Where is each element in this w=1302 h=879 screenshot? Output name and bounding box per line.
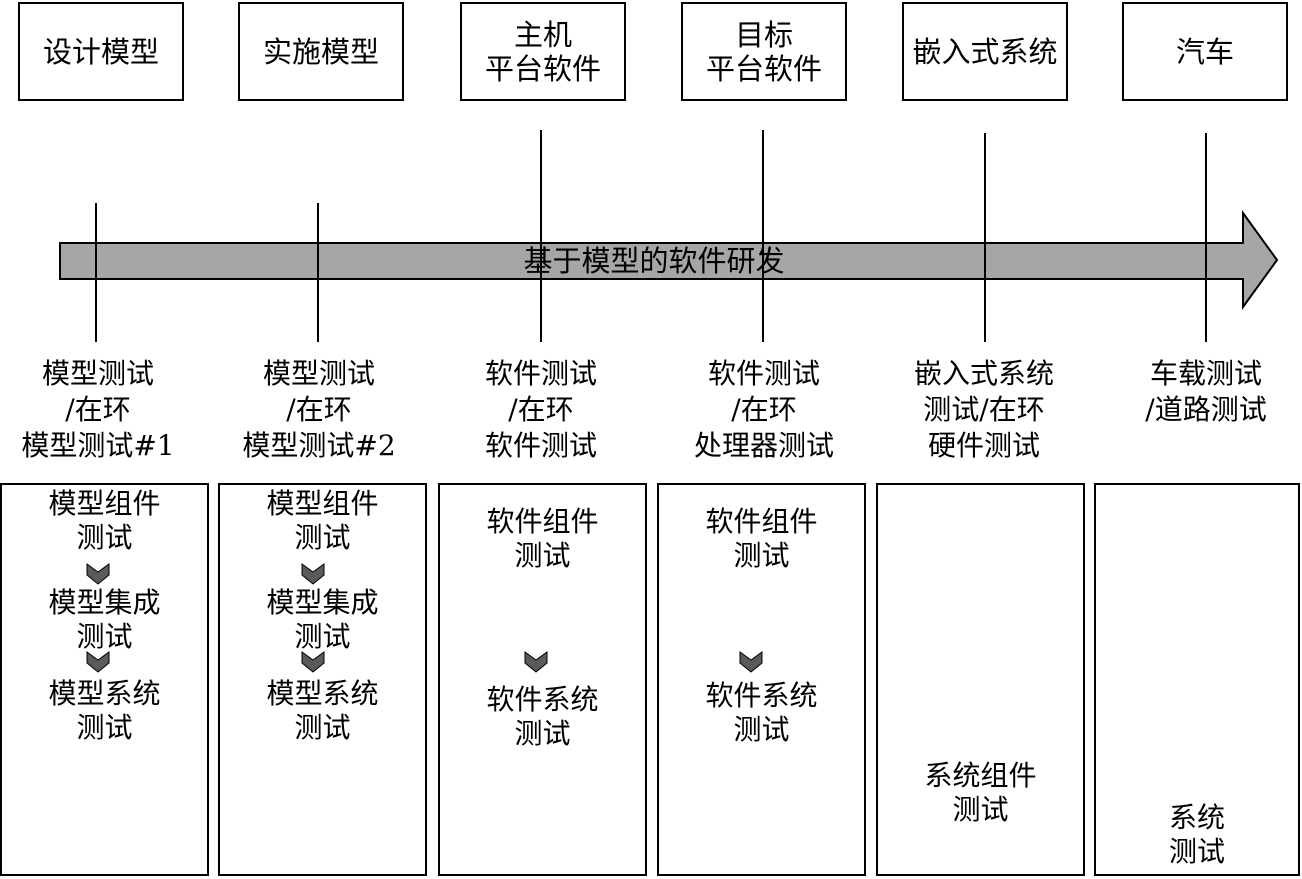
arrow-label: 基于模型的软件研发 (523, 244, 784, 278)
stage-label-hil: 嵌入式系统 测试/在环 硬件测试 (913, 357, 1054, 462)
step-model-component-test: 模型组件 测试 (48, 487, 161, 554)
chevron-down-icon (524, 651, 548, 673)
column-box-mil-2: 模型组件 测试 模型集成 测试 模型系统 测试 (218, 483, 427, 876)
top-box-design-model: 设计模型 (18, 2, 184, 101)
chevron-down-icon (86, 563, 110, 585)
column-box-hil: 系统组件 测试 (876, 483, 1085, 876)
chevron-down-icon (301, 651, 325, 673)
process-arrow (59, 209, 1279, 311)
top-box-vehicle: 汽车 (1122, 2, 1288, 101)
column-box-sil: 软件组件 测试 软件系统 测试 (438, 483, 647, 876)
stage-label-mil-1: 模型测试 /在环 模型测试#1 (21, 357, 175, 462)
top-box-label: 目标 平台软件 (705, 17, 822, 86)
column-box-vehicle: 系统 测试 (1094, 483, 1300, 876)
step-software-component-test: 软件组件 测试 (705, 505, 818, 572)
top-box-label: 实施模型 (262, 34, 379, 69)
step-model-system-test: 模型系统 测试 (266, 677, 379, 744)
step-software-system-test: 软件系统 测试 (705, 679, 818, 746)
stage-label-sil: 软件测试 /在环 软件测试 (484, 357, 597, 462)
chevron-down-icon (86, 651, 110, 673)
top-box-target-platform-software: 目标 平台软件 (681, 2, 847, 101)
stage-label-mil-2: 模型测试 /在环 模型测试#2 (242, 357, 396, 462)
column-box-pil: 软件组件 测试 软件系统 测试 (657, 483, 866, 876)
top-box-embedded-system: 嵌入式系统 (902, 2, 1068, 101)
stage-label-road-test: 车载测试 /道路测试 (1145, 357, 1267, 426)
top-box-implementation-model: 实施模型 (238, 2, 404, 101)
top-box-host-platform-software: 主机 平台软件 (460, 2, 626, 101)
step-model-system-test: 模型系统 测试 (48, 677, 161, 744)
step-software-component-test: 软件组件 测试 (486, 505, 599, 572)
top-box-label: 嵌入式系统 (912, 34, 1058, 69)
step-software-system-test: 软件系统 测试 (486, 683, 599, 750)
top-box-label: 汽车 (1175, 34, 1234, 69)
chevron-down-icon (301, 563, 325, 585)
step-model-integration-test: 模型集成 测试 (266, 586, 379, 653)
step-system-test: 系统 测试 (1168, 801, 1225, 868)
column-box-mil-1: 模型组件 测试 模型集成 测试 模型系统 测试 (0, 483, 209, 876)
step-system-component-test: 系统组件 测试 (924, 759, 1037, 826)
stage-label-pil: 软件测试 /在环 处理器测试 (693, 357, 834, 462)
top-box-label: 设计模型 (42, 34, 159, 69)
step-model-integration-test: 模型集成 测试 (48, 586, 161, 653)
top-box-label: 主机 平台软件 (484, 17, 601, 86)
chevron-down-icon (739, 651, 763, 673)
step-model-component-test: 模型组件 测试 (266, 487, 379, 554)
